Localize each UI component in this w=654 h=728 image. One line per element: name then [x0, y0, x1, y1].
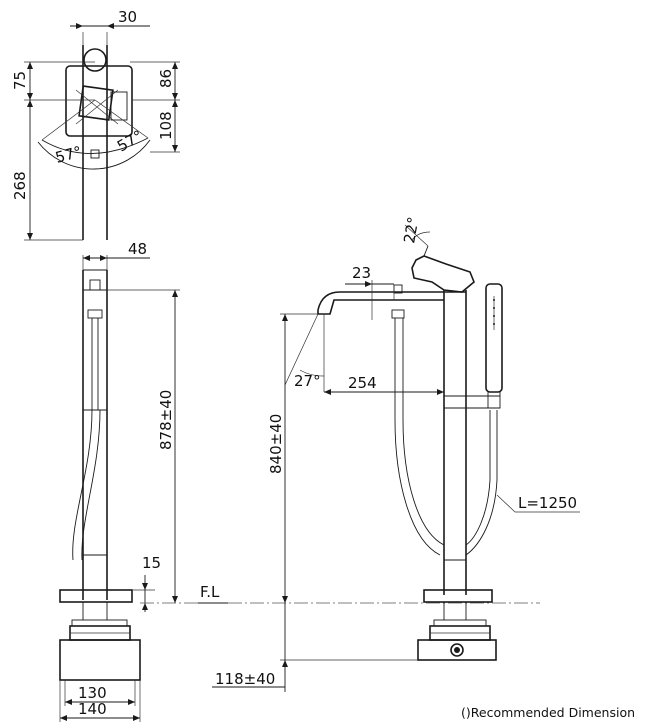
angle-left-label: 57°: [53, 143, 83, 167]
front-view: 22° 23 27° 254 840±40 L=1250 118±40: [212, 215, 580, 692]
angle-right-label: 57°: [114, 127, 146, 156]
hose-length-label: L=1250: [518, 494, 577, 512]
dim-side-48: 48: [128, 240, 147, 258]
dim-top-86: 86: [157, 69, 175, 88]
floor-level: F.L: [140, 583, 540, 604]
dim-side-140: 140: [78, 700, 107, 718]
dim-top-75: 75: [11, 71, 29, 90]
dim-top-268: 268: [11, 171, 29, 200]
floor-level-label: F.L: [200, 583, 220, 601]
top-view: 30 75 268 86 108 57° 57°: [11, 8, 180, 241]
footnote-recommended: ()Recommended Dimension: [461, 705, 635, 720]
angle-front-27: 27°: [294, 372, 321, 390]
dim-side-height: 878±40: [157, 390, 175, 450]
dim-front-height: 840±40: [267, 414, 285, 474]
dim-front-118: 118±40: [215, 670, 275, 688]
side-view: 48 878±40 15 130 140: [59, 240, 180, 722]
dim-top-width: 30: [118, 8, 137, 26]
dim-front-254: 254: [348, 374, 377, 392]
dim-side-15: 15: [142, 554, 161, 572]
dim-front-23: 23: [352, 264, 371, 282]
angle-front-22: 22°: [400, 215, 422, 244]
dim-top-108: 108: [157, 111, 175, 140]
dim-side-130: 130: [78, 684, 107, 702]
